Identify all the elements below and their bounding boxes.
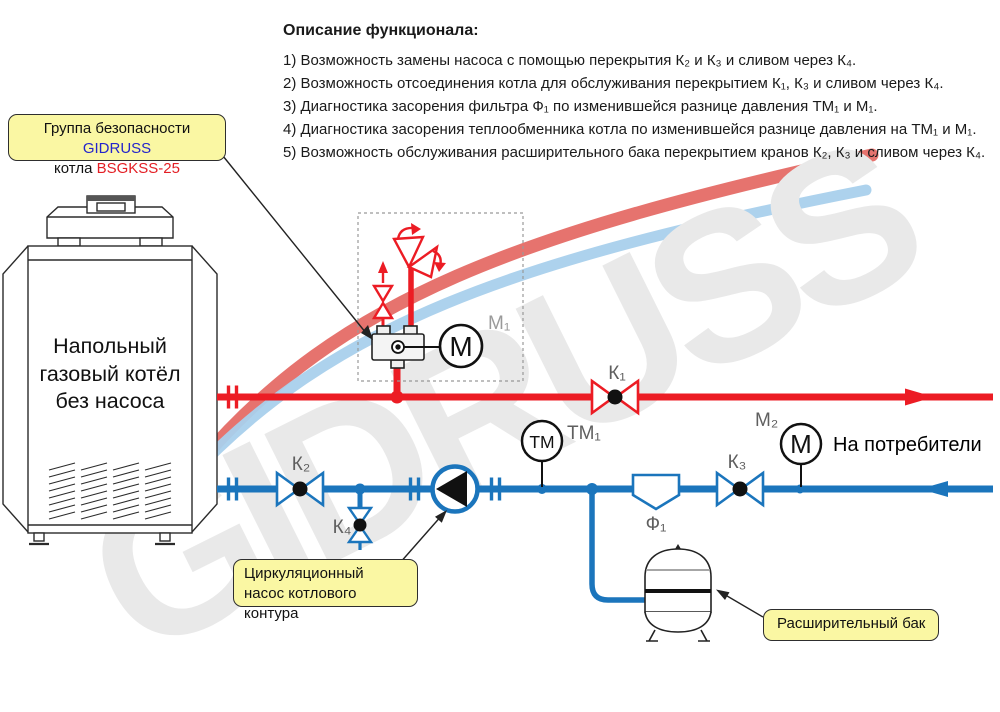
label-k4: К₄	[333, 517, 352, 538]
safety-relief-valve	[392, 223, 446, 279]
label-m2: М₂	[755, 410, 778, 431]
thermomanometer-letters: ТМ	[529, 432, 554, 452]
safety-callout-model: BSGKSS-25	[96, 160, 180, 177]
consumers-label: На потребители	[833, 434, 982, 456]
label-k2: К₂	[292, 454, 310, 475]
air-vent-valve	[371, 261, 395, 320]
safety-group-dashed-box	[357, 212, 524, 382]
return-flow-arrow	[920, 481, 948, 497]
valve-k1	[590, 378, 640, 416]
label-m1: М₁	[488, 313, 510, 334]
thermomanometer-tm1	[520, 419, 564, 463]
supply-flow-arrow	[905, 388, 934, 406]
description-title: Описание функционала:	[283, 22, 479, 39]
safety-callout-line2: котла BSGKSS-25	[9, 159, 225, 179]
callout-leaders	[222, 155, 764, 618]
boiler-label-line1: Напольный	[53, 334, 167, 358]
expansion-tank-callout: Расширительный бак	[763, 609, 940, 641]
manometer-m2	[779, 422, 823, 466]
safety-callout-line1: Группа безопасности GIDRUSS	[9, 119, 225, 159]
expansion-tank	[644, 544, 712, 642]
valve-k4	[346, 506, 374, 550]
boiler-vent-grilles	[48, 462, 172, 520]
circulation-pump	[430, 464, 480, 514]
filter-f1	[631, 473, 681, 511]
safety-manifold	[371, 325, 441, 369]
description-item-1: 1) Возможность замены насоса с помощью п…	[283, 52, 857, 69]
functional-description: Описание функционала: 1) Возможность зам…	[283, 22, 985, 164]
safety-group: M М₁	[357, 212, 524, 382]
label-f1: Ф₁	[646, 514, 667, 535]
pump-direction-triangle	[436, 471, 467, 507]
description-item-4: 4) Диагностика засорения теплообменника …	[283, 121, 977, 138]
manometer-m1-letter: M	[449, 331, 472, 362]
manometer-m1	[438, 323, 484, 369]
valve-k3	[715, 470, 765, 508]
return-pipe-blue	[217, 477, 993, 603]
safety-callout-text: Группа безопасности	[43, 120, 191, 137]
swoosh-blue-stripe	[179, 184, 872, 488]
boiler-label-line2: газовый котёл	[40, 362, 181, 386]
description-item-5: 5) Возможность обслуживания расширительн…	[283, 144, 986, 161]
manometer-m2-letter: M	[790, 429, 812, 459]
description-item-3: 3) Диагностика засорения фильтра Ф₁ по и…	[283, 98, 878, 115]
safety-callout-brand: GIDRUSS	[82, 140, 152, 157]
safety-group-callout: Группа безопасности GIDRUSS котла BSGKSS…	[8, 114, 226, 177]
boiler-drawing	[2, 195, 218, 546]
safety-callout-text2: котла	[54, 160, 97, 177]
pump-callout: Циркуляционный насос котлового контура	[233, 559, 418, 622]
boiler-label-line3: без насоса	[56, 389, 165, 413]
label-tm1: ТМ₁	[567, 423, 601, 444]
expansion-tank-branch	[589, 489, 646, 603]
description-item-2: 2) Возможность отсоединения котла для об…	[283, 75, 944, 92]
label-k3: К₃	[728, 452, 747, 473]
valve-k2	[275, 470, 325, 508]
label-k1: К₁	[608, 363, 625, 384]
